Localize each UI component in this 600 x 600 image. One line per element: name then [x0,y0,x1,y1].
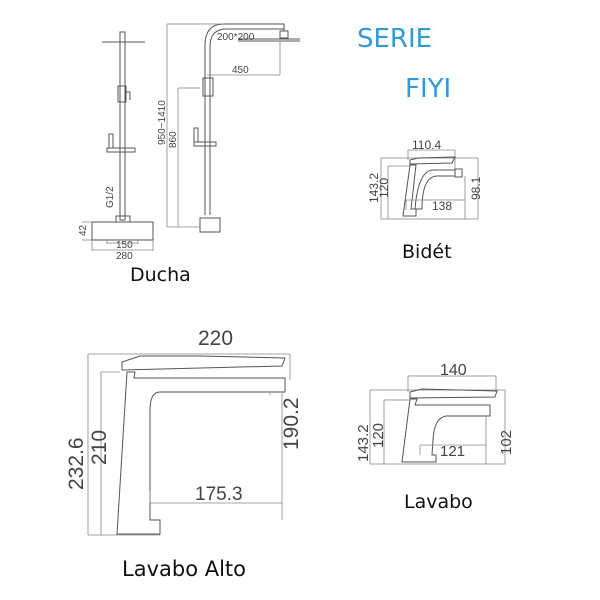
dim-width: 280 [116,251,133,262]
ducha-label: Ducha [130,264,191,286]
lavabo-alto-dim-body-height: 210 [88,430,111,465]
dim-arm: 450 [232,65,249,76]
bidet-dim-right-height: 98.1 [469,176,483,200]
lavabo-dim-body-height: 120 [370,423,387,448]
ducha-drawing: 150 280 42 G1/2 200*200 450 950~1410 860 [78,23,300,262]
lavabo-alto-dim-total-height: 232.6 [65,437,88,490]
lavabo-alto-label: Lavabo Alto [122,557,246,581]
bidet-dim-depth: 138 [432,199,452,213]
dim-centers: 150 [116,240,133,251]
lavabo-alto-drawing: 220 232.6 210 190.2 175.3 [65,327,303,536]
series-name: FIYI [405,74,451,104]
lavabo-dim-top: 140 [440,362,467,379]
bidet-drawing: 110.4 143.2 120 138 98.1 [367,138,483,220]
lavabo-dim-total-height: 143.2 [355,424,372,462]
lavabo-alto-dim-reach: 175.3 [195,484,243,505]
dim-head: 200*200 [217,32,255,43]
bidet-dim-spout-height: 120 [377,178,391,198]
bidet-label: Bidét [402,241,452,263]
lavabo-dim-reach: 121 [440,443,465,460]
dim-height-range: 950~1410 [157,100,168,145]
lavabo-dim-spout-height: 102 [498,430,515,455]
lavabo-alto-dim-top: 220 [198,327,233,350]
bidet-dim-total-height: 143.2 [367,173,381,203]
dim-height: 860 [168,131,179,148]
series-title: SERIE [357,24,432,54]
bidet-dim-top: 110.4 [412,138,441,152]
dim-valve-height: 42 [78,224,89,236]
lavabo-drawing: 140 143.2 120 121 102 [355,362,515,465]
lavabo-label: Lavabo [404,491,473,513]
lavabo-alto-dim-spout-height: 190.2 [280,397,303,450]
dim-inlet: G1/2 [105,186,116,208]
